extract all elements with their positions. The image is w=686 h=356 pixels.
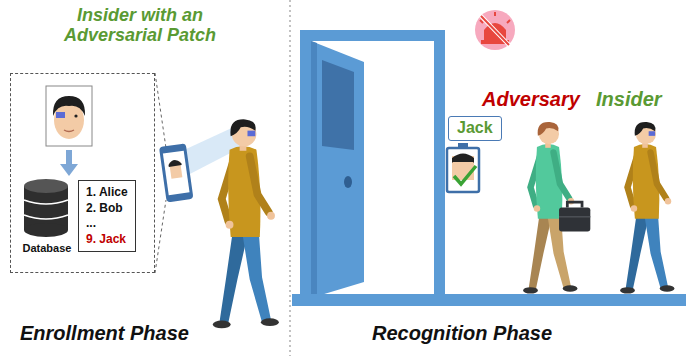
- database-label: Database: [15, 242, 79, 254]
- phone-icon: [159, 143, 194, 202]
- leader-line: [155, 73, 166, 148]
- list-entry: 9. Jack: [86, 232, 128, 248]
- person-figure: [213, 119, 279, 328]
- database-icon: [24, 179, 68, 237]
- alarm-off-icon: [475, 10, 515, 50]
- flow-arrow: [66, 150, 72, 166]
- face-photo: [46, 86, 92, 146]
- door: [300, 30, 445, 298]
- leader-line: [155, 200, 166, 273]
- phase-title: Recognition Phase: [372, 322, 552, 344]
- insider-label: Insider: [596, 88, 662, 110]
- identity-tag: Jack: [448, 116, 502, 141]
- list-entry: 1. Alice: [86, 185, 128, 201]
- id-badge: [447, 143, 479, 192]
- person-figure: [620, 122, 674, 294]
- person-figure: [523, 122, 590, 294]
- claimed-identity: Jack: [457, 118, 493, 139]
- identity-list: 1. Alice2. Bob...9. Jack: [78, 180, 136, 252]
- enrollment-box: Database1. Alice2. Bob...9. Jack: [10, 73, 155, 273]
- list-entry: ...: [86, 216, 128, 232]
- floor: [292, 294, 686, 306]
- list-entry: 2. Bob: [86, 201, 128, 217]
- phase-divider: [289, 0, 290, 356]
- arrow-head: [60, 164, 78, 176]
- insider-caption: Insider with an Adversarial Patch: [38, 6, 242, 46]
- adversary-label: Adversary: [482, 88, 580, 110]
- phase-title: Enrollment Phase: [20, 322, 189, 344]
